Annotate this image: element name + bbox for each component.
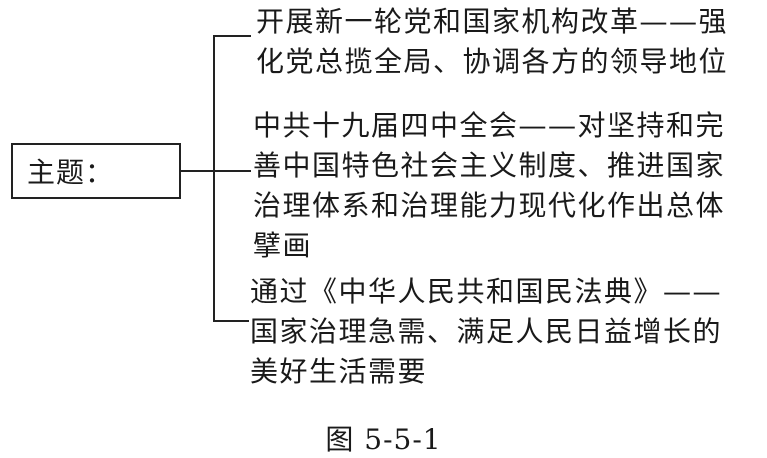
branch-2-line-4: 擘画 [253,229,313,262]
topic-label: 主题： [27,156,115,189]
branch-3-text: 通过《中华人民共和国民法典》—— 国家治理急需、满足人民日益增长的 美好生活需要 [250,272,722,392]
branch-1-line-2: 化党总揽全局、协调各方的领导地位 [256,45,729,78]
branch-3-line-1: 通过《中华人民共和国民法典》—— [250,275,723,308]
branch-3-line-2: 国家治理急需、满足人民日益增长的 [250,315,723,348]
branch-1-text: 开展新一轮党和国家机构改革——强 化党总揽全局、协调各方的领导地位 [256,2,728,82]
connector-branch-2 [213,170,251,172]
connector-branch-1 [213,35,251,37]
connector-vertical-bracket [213,35,215,322]
connector-horizontal-main [181,170,215,172]
branch-2-text: 中共十九届四中全会——对坚持和完 善中国特色社会主义制度、推进国家 治理体系和治… [253,106,725,266]
figure-caption: 图 5-5-1 [325,423,442,456]
branch-3-line-3: 美好生活需要 [250,355,428,388]
branch-2-line-1: 中共十九届四中全会——对坚持和完 [253,109,726,142]
branch-1-line-1: 开展新一轮党和国家机构改革——强 [256,5,729,38]
branch-2-line-2: 善中国特色社会主义制度、推进国家 [253,149,726,182]
connector-branch-3 [213,320,249,322]
branch-2-line-3: 治理体系和治理能力现代化作出总体 [253,189,726,222]
topic-box: 主题： [11,143,181,199]
